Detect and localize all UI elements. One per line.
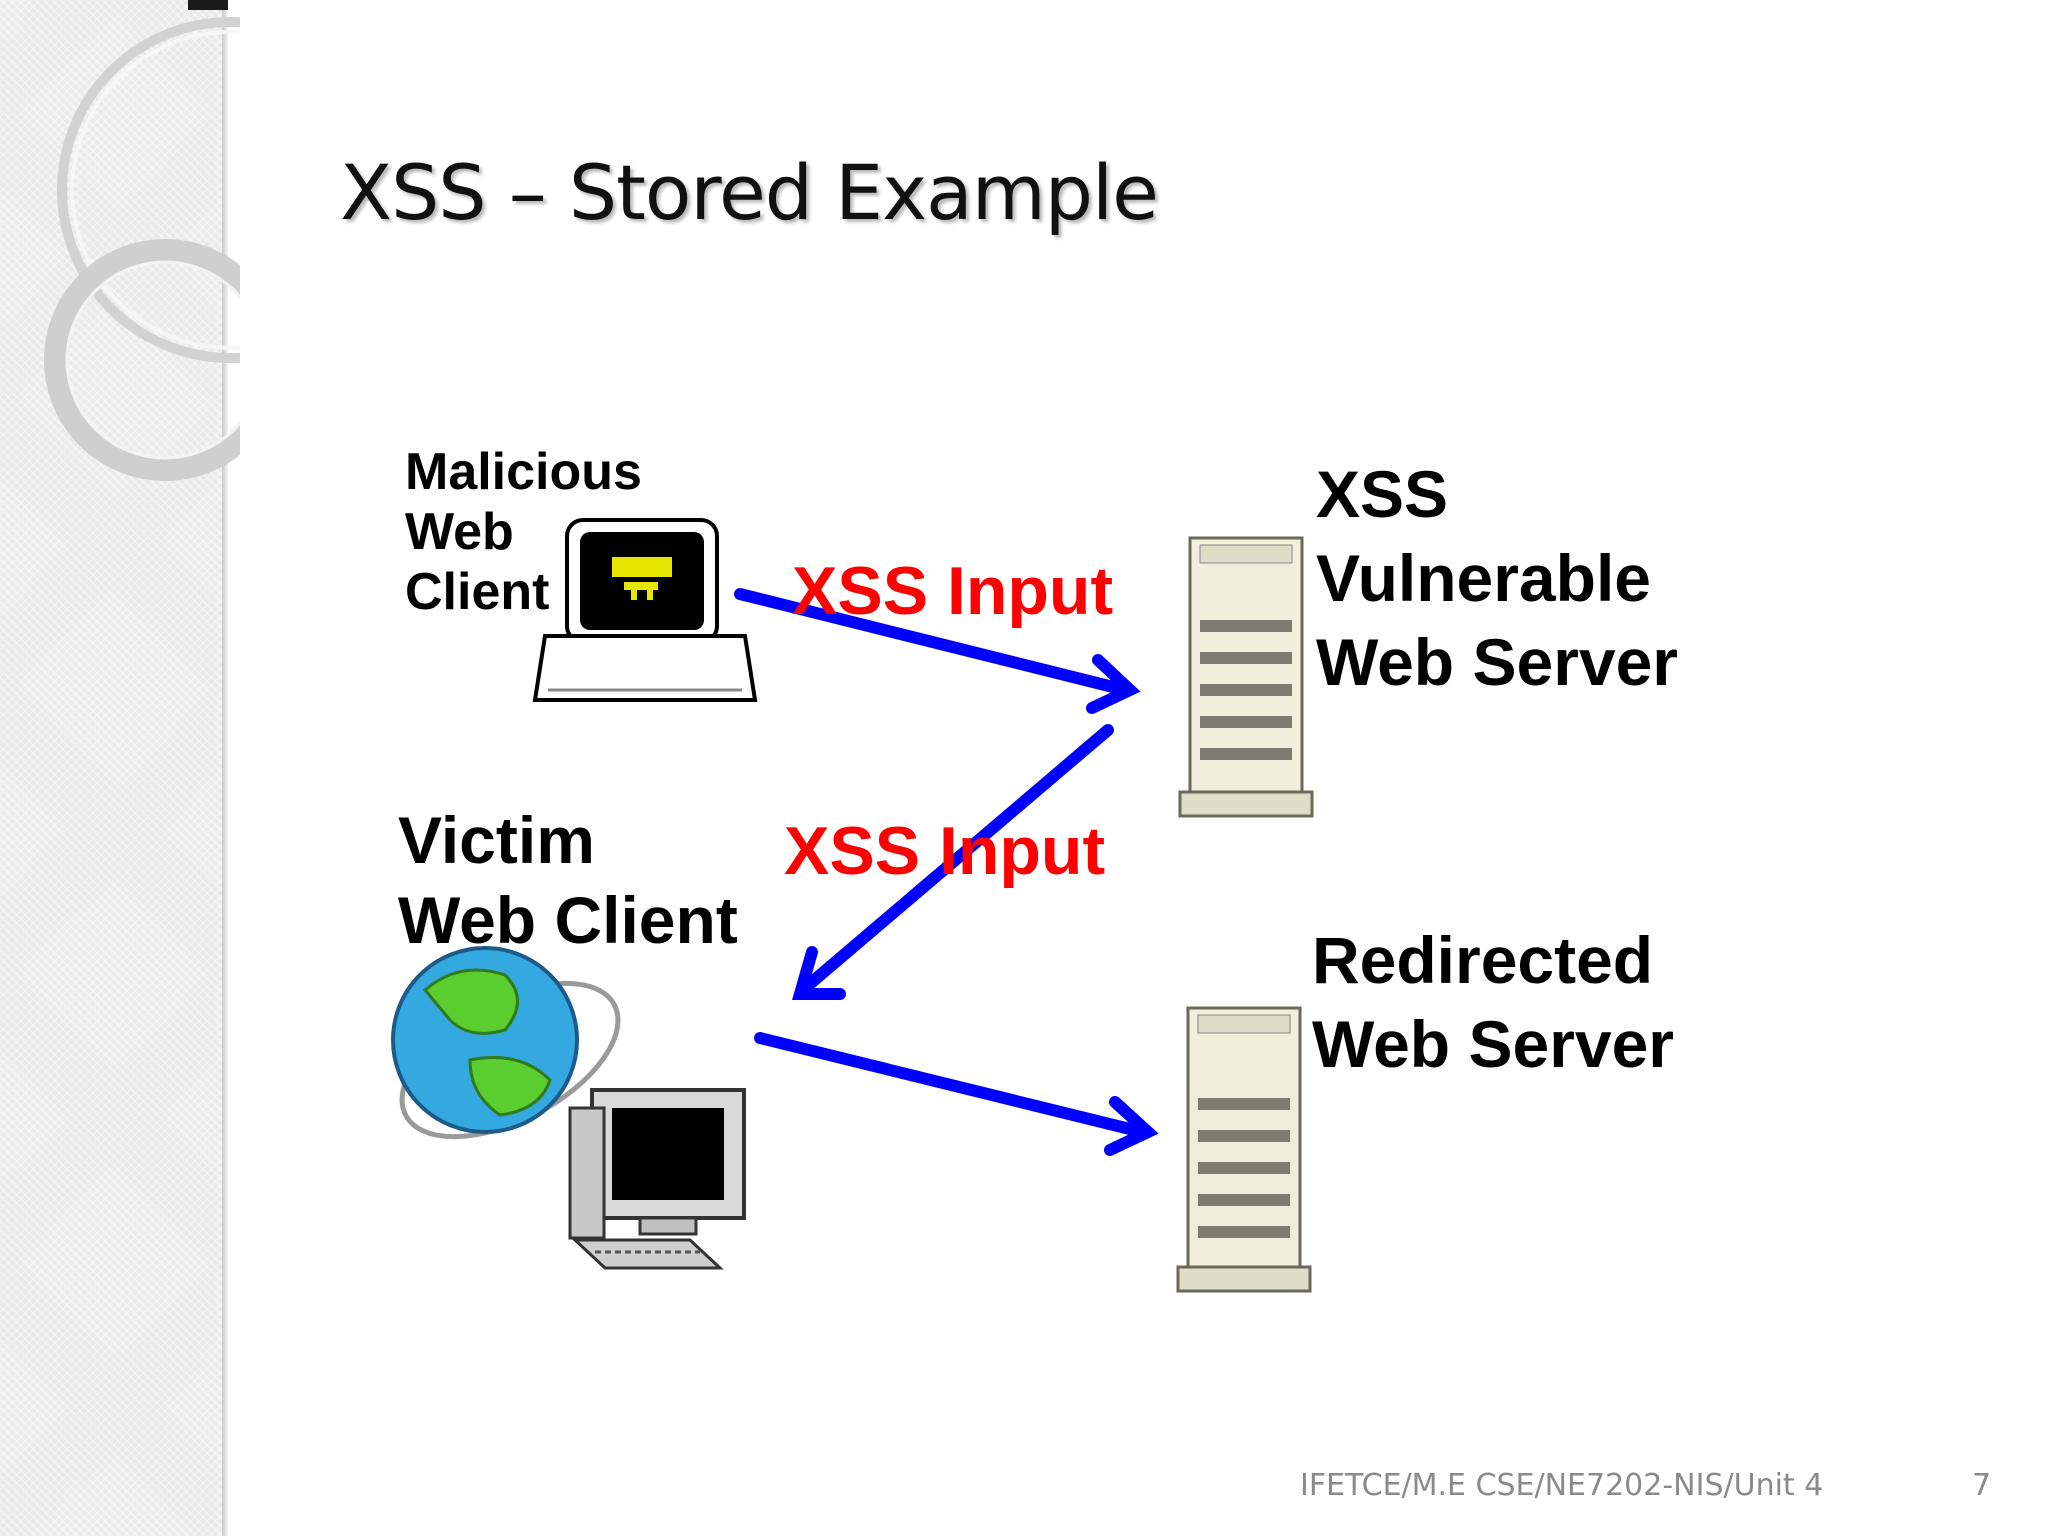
footer-course-code: IFETCE/M.E CSE/NE7202-NIS/Unit 4	[1300, 1468, 1824, 1503]
vulnerable-server-label: XSS Vulnerable Web Server	[1316, 452, 1678, 704]
redirected-server-label-line2: Web Server	[1312, 1007, 1674, 1081]
slide-title: XSS – Stored Example	[340, 148, 1159, 237]
malicious-client-label-line1: Malicious	[405, 443, 642, 501]
sidebar-tab-mark	[188, 0, 228, 10]
page-number: 7	[1972, 1468, 1992, 1503]
malicious-client-label: Malicious Web Client	[405, 442, 642, 622]
arrow-label-xss-input-1: XSS Input	[792, 553, 1114, 629]
redirected-server-icon	[1176, 1006, 1312, 1293]
vulnerable-server-label-line1: XSS	[1316, 457, 1449, 531]
malicious-client-computer-icon	[532, 518, 758, 702]
decorative-rings	[44, 17, 240, 481]
vulnerable-server-label-line2: Vulnerable	[1316, 541, 1651, 615]
malicious-client-label-line2: Web	[405, 503, 514, 561]
victim-client-label-line2: Web Client	[398, 883, 738, 957]
redirected-server-label: Redirected Web Server	[1312, 918, 1674, 1086]
arrow-attacker-to-server	[734, 588, 1141, 714]
arrow-victim-to-redirected-server	[754, 1032, 1159, 1156]
vulnerable-server-label-line3: Web Server	[1316, 625, 1678, 699]
arrow-server-to-victim	[792, 724, 1114, 1000]
arrow-label-xss-input-2: XSS Input	[784, 813, 1106, 889]
victim-client-label-line1: Victim	[398, 803, 595, 877]
malicious-client-label-line3: Client	[405, 563, 550, 621]
redirected-server-label-line1: Redirected	[1312, 923, 1654, 997]
vulnerable-server-icon	[1178, 536, 1314, 818]
sidebar-edge	[222, 0, 228, 1536]
victim-client-label: Victim Web Client	[398, 800, 738, 960]
victim-client-icon	[391, 946, 746, 1270]
